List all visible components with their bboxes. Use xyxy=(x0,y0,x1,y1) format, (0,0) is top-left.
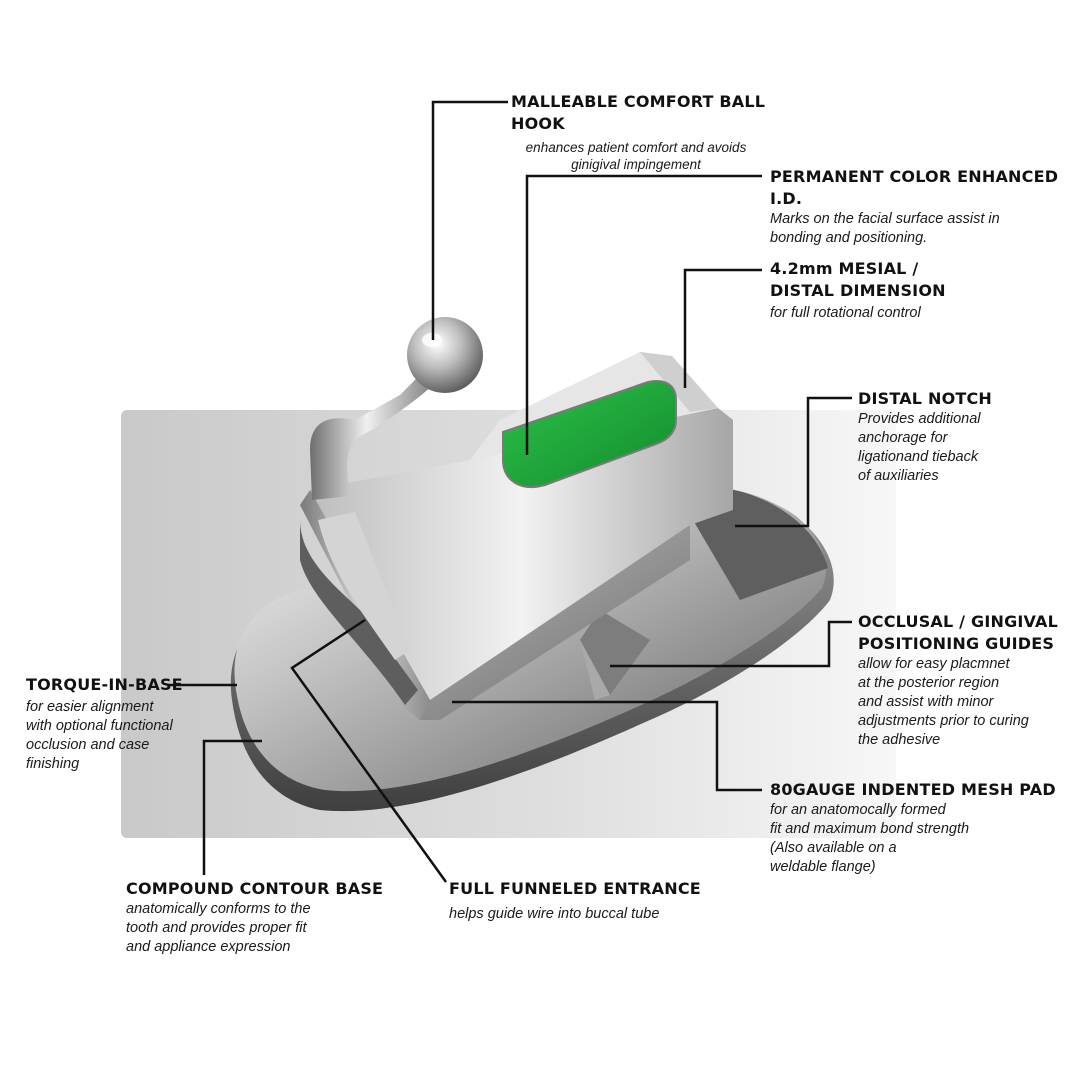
distal-notch xyxy=(690,488,828,600)
callout-desc: helps guide wire into buccal tube xyxy=(449,906,660,922)
callout-desc: ligationand tieback xyxy=(858,449,979,465)
callout-desc: finishing xyxy=(26,756,80,772)
callout-title: DISTAL DIMENSION xyxy=(770,281,946,300)
callout-title: DISTAL NOTCH xyxy=(858,389,993,408)
callout-distal-notch: DISTAL NOTCH Provides additional anchora… xyxy=(858,388,1068,486)
callout-color-id: PERMANENT COLOR ENHANCED I.D. Marks on t… xyxy=(770,166,1070,248)
callout-funnel: FULL FUNNELED ENTRANCE helps guide wire … xyxy=(449,878,749,924)
callout-desc: the adhesive xyxy=(858,732,941,748)
callout-desc: for full rotational control xyxy=(770,305,921,321)
callout-torque: TORQUE-IN-BASE for easier alignment with… xyxy=(26,674,226,774)
callout-title: FULL FUNNELED ENTRANCE xyxy=(449,879,701,898)
callout-contour-base: COMPOUND CONTOUR BASE anatomically confo… xyxy=(126,878,426,957)
callout-desc: bonding and positioning. xyxy=(770,230,928,246)
callout-ball-hook: MALLEABLE COMFORT BALL HOOK enhances pat… xyxy=(511,91,811,173)
callout-desc: anatomically conforms to the xyxy=(126,901,311,917)
color-id-mark xyxy=(502,380,677,488)
leader-ball-hook xyxy=(431,100,508,340)
leader-contour-base xyxy=(202,739,262,875)
callout-desc: enhances patient comfort and avoids xyxy=(525,140,747,155)
leader-lines xyxy=(168,100,852,883)
callout-desc: Marks on the facial surface assist in xyxy=(770,211,1000,227)
callout-desc: for easier alignment xyxy=(26,699,154,715)
leader-mesh-pad xyxy=(452,700,762,792)
callout-desc: of auxiliaries xyxy=(858,468,939,484)
callout-desc: weldable flange) xyxy=(770,859,876,875)
leader-mesial xyxy=(683,268,762,388)
callout-title: POSITIONING GUIDES xyxy=(858,634,1055,653)
callout-desc: allow for easy placmnet xyxy=(858,656,1010,672)
callout-title: MALLEABLE COMFORT BALL HOOK xyxy=(511,92,766,133)
positioning-guide xyxy=(580,610,650,695)
funneled-entrance xyxy=(318,512,410,660)
callout-desc: with optional functional xyxy=(26,718,173,734)
callout-title: 80GAUGE INDENTED MESH PAD xyxy=(770,780,1056,799)
callout-mesh-pad: 80GAUGE INDENTED MESH PAD for an anatomo… xyxy=(770,779,1070,877)
callout-desc: adjustments prior to curing xyxy=(858,713,1029,729)
callout-desc: (Also available on a xyxy=(770,840,897,856)
callout-desc: tooth and provides proper fit xyxy=(126,920,307,936)
callout-title: TORQUE-IN-BASE xyxy=(26,675,183,694)
callout-desc: Provides additional xyxy=(858,411,981,427)
callout-desc: ginigival impingement xyxy=(571,157,701,172)
callout-desc: and appliance expression xyxy=(126,939,291,955)
leader-positioning xyxy=(610,620,852,668)
callout-desc: and assist with minor xyxy=(858,694,994,710)
callout-title: 4.2mm MESIAL / xyxy=(770,259,919,278)
callout-desc: fit and maximum bond strength xyxy=(770,821,970,837)
callout-desc: at the posterior region xyxy=(858,675,1000,691)
callout-desc: for an anatomocally formed xyxy=(770,802,946,818)
callout-desc: anchorage for xyxy=(858,430,948,446)
leader-color-id xyxy=(525,174,762,455)
leader-funnel xyxy=(290,618,448,883)
leader-distal-notch xyxy=(735,396,852,528)
callout-positioning: OCCLUSAL / GINGIVAL POSITIONING GUIDES a… xyxy=(858,611,1073,750)
callout-title: OCCLUSAL / GINGIVAL xyxy=(858,612,1059,631)
callout-title: PERMANENT COLOR ENHANCED I.D. xyxy=(770,167,1059,208)
callout-mesial: 4.2mm MESIAL / DISTAL DIMENSION for full… xyxy=(770,258,1070,323)
callout-title: COMPOUND CONTOUR BASE xyxy=(126,879,384,898)
callout-desc: occlusion and case xyxy=(26,737,150,753)
